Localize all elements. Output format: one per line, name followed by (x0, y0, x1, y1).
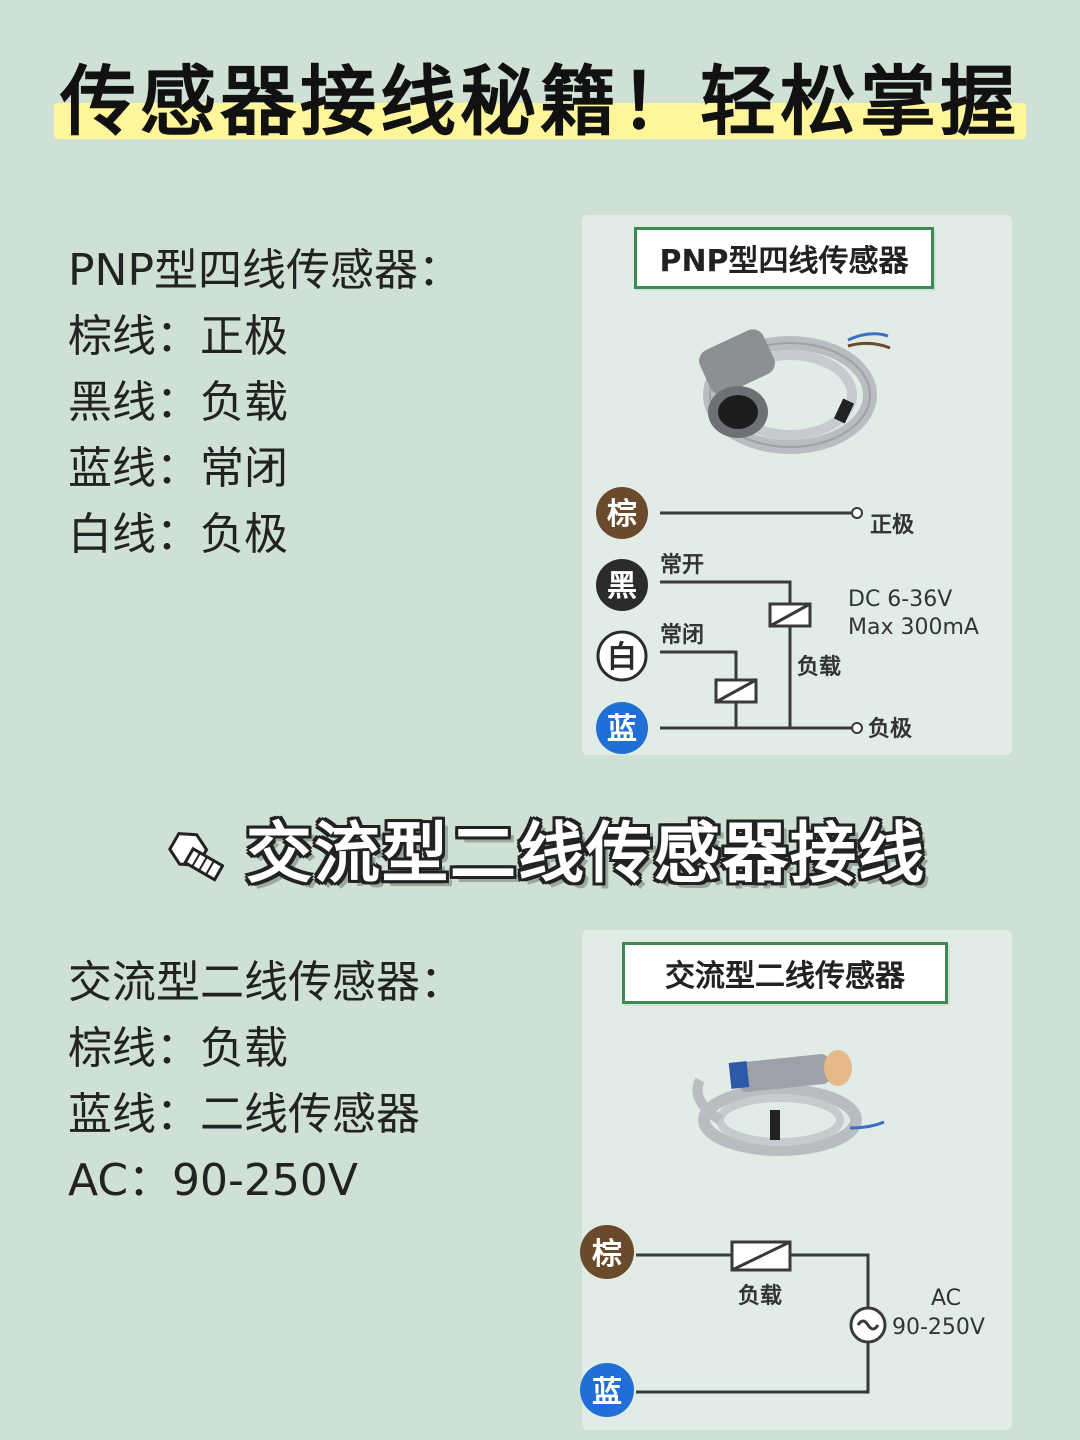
section-title-text: 交流型二线传感器接线 (246, 815, 926, 892)
pnp-box-label: PNP型四线传感器 (634, 227, 934, 289)
ac-box-label: 交流型二线传感器 (622, 942, 948, 1004)
page-title-wrap: 传感器接线秘籍！轻松掌握 (0, 58, 1080, 145)
pnp-line: 黑线：负载 (68, 377, 288, 428)
pnp-line: PNP型四线传感器： (68, 245, 462, 296)
pnp-diagram-panel (582, 215, 1012, 755)
white-wire-label: 白 (607, 640, 637, 675)
blue-wire-label: 蓝 (607, 712, 637, 747)
spec-voltage-label: DC 6-36V (848, 587, 952, 612)
white-wire-badge (596, 630, 648, 682)
ac-brown-wire-badge (580, 1225, 634, 1279)
ac-description: 交流型二线传感器： 棕线：负载 蓝线：二线传感器 AC：90-250V (68, 950, 464, 1214)
normally-closed-label: 常闭 (660, 622, 704, 648)
pnp-line: 蓝线：常闭 (68, 443, 288, 494)
sensor-photo-icon (699, 329, 891, 454)
pnp-line: 棕线：正极 (68, 311, 288, 362)
normally-open-label: 常开 (660, 552, 704, 578)
pnp-line: 白线：负极 (68, 509, 288, 560)
ac-line: AC：90-250V (68, 1155, 358, 1206)
terminal-positive-label: 正极 (870, 513, 915, 538)
ac-blue-wire-badge (580, 1363, 634, 1417)
terminal-negative-label: 负极 (868, 717, 913, 742)
section-title: 交流型二线传感器接线 (0, 800, 1080, 896)
ac-blue-wire-label: 蓝 (592, 1375, 622, 1410)
blue-wire-badge (596, 702, 648, 754)
bolt-nut-icon (168, 832, 224, 882)
brown-wire-label: 棕 (607, 497, 637, 532)
ac-line: 蓝线：二线传感器 (68, 1089, 420, 1140)
pnp-wiring (660, 507, 863, 734)
brown-wire-badge (596, 487, 648, 539)
ac-brown-wire-label: 棕 (592, 1237, 622, 1272)
ac-sensor-photo-icon (692, 1050, 885, 1156)
spec-current-label: Max 300mA (848, 615, 979, 640)
ac-load-label: 负载 (738, 1283, 782, 1309)
ac-label: AC (931, 1286, 961, 1311)
page-title-text: 传感器接线秘籍！轻松掌握 (60, 57, 1020, 146)
black-wire-label: 黑 (607, 569, 637, 604)
ac-diagram-panel (582, 930, 1012, 1430)
ac-voltage-label: 90-250V (892, 1315, 985, 1340)
black-wire-badge (596, 559, 648, 611)
page-title: 传感器接线秘籍！轻松掌握 (54, 57, 1026, 146)
ac-wiring (636, 1240, 887, 1394)
ac-line: 交流型二线传感器： (68, 957, 464, 1008)
load-label: 负载 (797, 654, 841, 680)
pnp-description: PNP型四线传感器： 棕线：正极 黑线：负载 蓝线：常闭 白线：负极 (68, 238, 462, 568)
ac-line: 棕线：负载 (68, 1023, 288, 1074)
